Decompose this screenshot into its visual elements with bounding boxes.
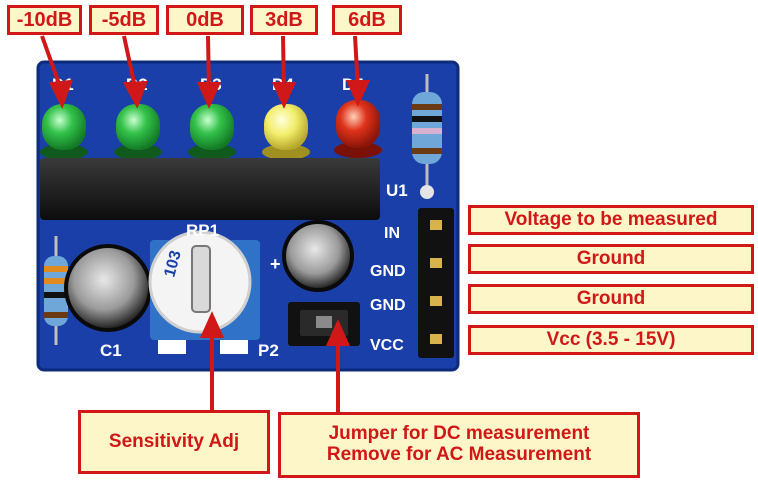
led-d1 (40, 104, 88, 160)
label-minus5db: -5dB (89, 5, 159, 35)
silk-gnd1-label: GND (370, 263, 406, 280)
label-ground-1: Ground (468, 244, 754, 274)
silk-plus-label: + (270, 254, 281, 274)
label-jumper-line2: Remove for AC Measurement (326, 444, 592, 465)
callout-arrows (40, 35, 371, 412)
label-ground-2: Ground (468, 284, 754, 314)
jumper-p2 (288, 302, 360, 346)
potentiometer-rp1: 103 (148, 230, 260, 354)
pot-marking: 103 (161, 249, 184, 279)
resistor-top-right (412, 74, 442, 199)
led-d5 (334, 100, 382, 158)
silk-p2-label: P2 (258, 341, 279, 360)
label-voltage-in: Voltage to be measured (468, 205, 754, 235)
silk-u1-label: U1 (386, 181, 408, 200)
pin-header (418, 208, 454, 358)
silk-in-label: IN (384, 225, 400, 242)
led-d2 (114, 104, 162, 160)
silk-vcc-label: VCC (370, 337, 404, 354)
led-d3 (188, 104, 236, 160)
label-vcc: Vcc (3.5 - 15V) (468, 325, 754, 355)
silk-gnd2-label: GND (370, 297, 406, 314)
label-jumper-line1: Jumper for DC measurement (328, 423, 590, 445)
label-3db: 3dB (250, 5, 318, 35)
label-0db: 0dB (166, 5, 244, 35)
led-d4 (262, 104, 310, 160)
label-jumper: Jumper for DC measurement Remove for AC … (278, 412, 640, 478)
label-minus10db: -10dB (7, 5, 82, 35)
ic-u1 (40, 158, 380, 220)
silk-rp1-label: RP1 (186, 221, 219, 240)
label-6db: 6dB (332, 5, 402, 35)
silk-c1-label: C1 (100, 341, 122, 360)
capacitor-c1 (64, 244, 152, 332)
resistor-left (44, 236, 68, 345)
label-sensitivity-adj: Sensitivity Adj (78, 410, 270, 474)
capacitor-small (282, 220, 354, 292)
